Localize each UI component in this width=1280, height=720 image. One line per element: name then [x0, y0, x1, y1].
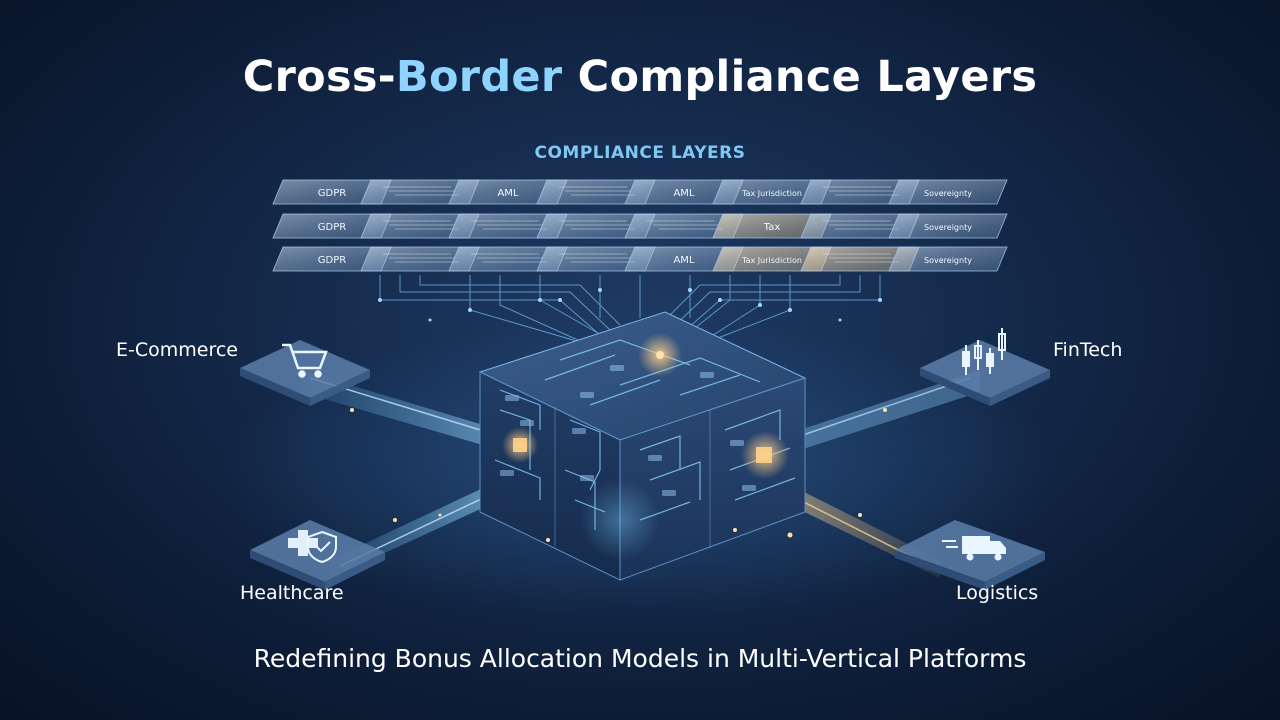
circuit-chip — [505, 395, 519, 401]
connector-dots — [378, 288, 882, 322]
circuit-chip — [648, 455, 662, 461]
layer-label: AML — [673, 188, 694, 199]
layer-label: Tax — [763, 222, 781, 233]
layer-label: AML — [673, 255, 694, 266]
circuit-chip — [662, 490, 676, 496]
layer-label: Tax Jurisdiction — [741, 189, 802, 198]
circuit-chip — [580, 475, 594, 481]
circuit-chip — [700, 372, 714, 378]
layer-label: GDPR — [318, 188, 346, 199]
label-fintech: FinTech — [1053, 339, 1122, 361]
circuit-chip — [742, 485, 756, 491]
layer-label: AML — [497, 188, 518, 199]
footer-subtitle: Redefining Bonus Allocation Models in Mu… — [0, 644, 1280, 673]
circuit-chip — [520, 420, 534, 426]
layer-label: Sovereignty — [924, 256, 972, 265]
layer-label: GDPR — [318, 222, 346, 233]
layer-label: Sovereignty — [924, 189, 972, 198]
label-healthcare: Healthcare — [240, 582, 344, 604]
circuit-chip — [730, 440, 744, 446]
label-logistics: Logistics — [956, 582, 1038, 604]
circuit-chip — [610, 365, 624, 371]
layer-label: GDPR — [318, 255, 346, 266]
layer-label: Tax Jurisdiction — [741, 256, 802, 265]
layer-label: Sovereignty — [924, 223, 972, 232]
circuit-chip — [572, 428, 586, 434]
label-ecommerce: E-Commerce — [116, 339, 238, 361]
circuit-chip — [500, 470, 514, 476]
circuit-chip — [580, 392, 594, 398]
